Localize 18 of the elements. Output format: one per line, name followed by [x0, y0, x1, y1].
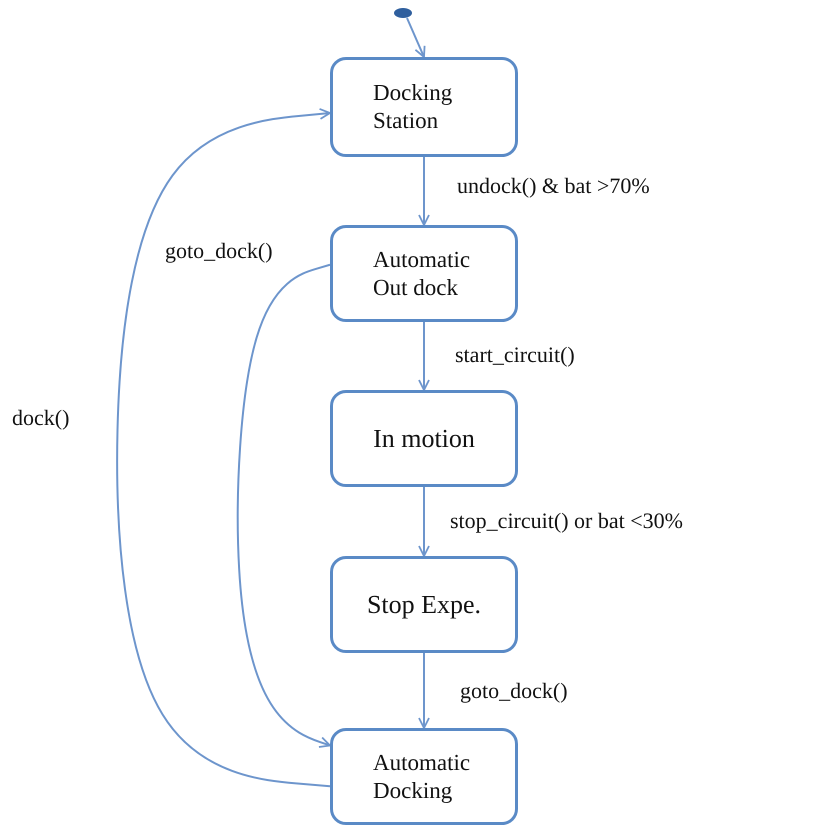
state-box [330, 556, 518, 653]
transition-arrow [418, 322, 430, 391]
state-box [330, 57, 518, 157]
initial-state-dot [394, 8, 412, 18]
state-name: Automatic Out dock [372, 246, 472, 302]
transition-arrow [116, 108, 331, 788]
state-name: Stop Expe. [366, 588, 482, 620]
state-box [330, 728, 518, 825]
state-box [330, 225, 518, 322]
transition-arrow [418, 487, 430, 557]
state-name: In motion [373, 422, 475, 454]
state-name: Docking Station [372, 79, 454, 135]
state-name: Automatic Docking [372, 748, 472, 804]
transition-arrow [236, 264, 331, 748]
transition-arrow [418, 653, 430, 729]
transition-arrow [418, 157, 430, 226]
transition-arrow [406, 18, 426, 58]
state-box [330, 390, 518, 487]
